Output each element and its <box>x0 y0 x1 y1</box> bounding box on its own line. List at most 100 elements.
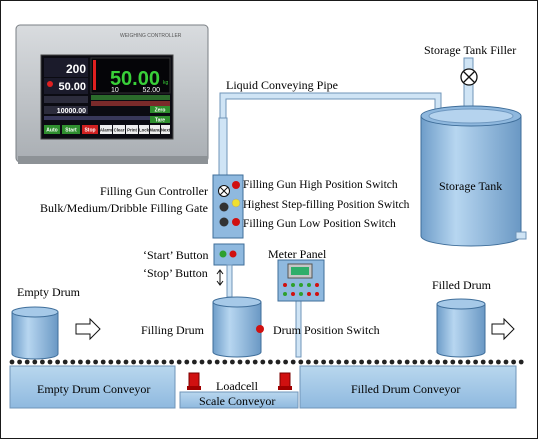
roller <box>397 359 402 365</box>
empty-drum-conveyor <box>9 365 176 409</box>
roller <box>116 359 121 365</box>
conveyor-rollers <box>9 359 524 365</box>
print-button[interactable] <box>126 125 138 134</box>
meter-panel <box>277 259 325 358</box>
roller <box>100 359 106 365</box>
label-start-button: ‘Start’ Button <box>143 248 209 262</box>
label-filling-gun-controller: Filling Gun Controller <box>100 184 208 198</box>
status-led-icon <box>47 81 53 87</box>
low-position-switch-icon <box>232 218 240 226</box>
roller <box>420 359 425 365</box>
label-loadcell: Loadcell <box>216 379 258 393</box>
label-step-filling-switch: Highest Step-filling Position Switch <box>243 199 410 211</box>
roller <box>199 359 205 365</box>
roller <box>146 359 152 365</box>
roller <box>184 359 190 365</box>
roller <box>78 359 83 365</box>
unit-label: kg <box>163 80 169 86</box>
roller <box>412 359 418 365</box>
roller <box>458 359 463 365</box>
roller <box>298 359 304 365</box>
up-down-arrow-icon <box>216 269 224 286</box>
start-button-icon <box>219 250 227 258</box>
label-low-position-switch: Filling Gun Low Position Switch <box>243 218 396 230</box>
roller <box>214 359 220 365</box>
net-value: 52.00 <box>142 87 160 94</box>
roller <box>24 359 30 365</box>
meter-buttons <box>283 283 319 296</box>
roller <box>389 359 395 365</box>
next-button-label: Next <box>161 128 171 133</box>
roller <box>93 359 98 365</box>
manu-button[interactable] <box>150 125 160 134</box>
controller-brand: WEIGHING CONTROLLER <box>120 33 182 39</box>
roller <box>252 359 258 365</box>
roller <box>55 359 60 365</box>
storage-tank-filler <box>460 57 478 117</box>
label-empty-drum: Empty Drum <box>17 285 80 299</box>
roller <box>161 359 167 365</box>
label-stop-button: ‘Stop’ Button <box>143 266 208 280</box>
roller <box>32 359 38 365</box>
start-button-label: Start <box>65 128 77 134</box>
roller <box>237 359 243 365</box>
roller <box>123 359 129 365</box>
roller <box>70 359 76 365</box>
alarm-button[interactable] <box>100 125 112 134</box>
stop-button[interactable] <box>82 125 98 134</box>
roller <box>192 359 197 365</box>
roller <box>62 359 68 365</box>
right-arrow-icon <box>75 317 101 341</box>
clear-button[interactable] <box>113 125 125 134</box>
roller <box>344 359 349 365</box>
roller <box>85 359 91 365</box>
label-storage-tank-filler: Storage Tank Filler <box>424 43 517 57</box>
lock-button-label: Lock <box>139 128 150 133</box>
liquid-conveying-pipe <box>218 92 442 179</box>
scale-conveyor <box>179 391 299 409</box>
roller <box>108 359 114 365</box>
roller <box>328 359 334 365</box>
tare-button[interactable] <box>150 116 170 123</box>
clear-button-label: Clear <box>114 128 125 133</box>
roller <box>222 359 228 365</box>
roller <box>17 359 22 365</box>
manu-button-label: Manu <box>149 128 161 133</box>
start-button[interactable] <box>62 125 80 134</box>
filling-drum <box>212 296 264 358</box>
label-liquid-conveying-pipe: Liquid Conveying Pipe <box>226 78 338 92</box>
lock-button[interactable] <box>139 125 149 134</box>
roller <box>511 359 516 365</box>
roller <box>207 359 213 365</box>
roller <box>154 359 159 365</box>
auto-button-label: Auto <box>46 128 57 134</box>
stop-button-icon <box>229 250 237 258</box>
label-filling-gate: Bulk/Medium/Dribble Filling Gate <box>40 201 208 215</box>
auto-button[interactable] <box>44 125 60 134</box>
right-arrow-icon <box>491 317 515 341</box>
roller <box>442 359 448 365</box>
roller <box>518 359 524 365</box>
filled-drum-conveyor <box>299 365 517 409</box>
roller <box>306 359 311 365</box>
label-filled-drum: Filled Drum <box>432 278 491 292</box>
label-storage-tank: Storage Tank <box>439 179 503 193</box>
next-button[interactable] <box>161 125 170 134</box>
roller <box>473 359 478 365</box>
count-value: 10 <box>111 87 119 94</box>
roller <box>131 359 137 365</box>
tare-button-label: Tare <box>155 118 165 124</box>
filled-drum <box>436 298 486 358</box>
roller <box>260 359 266 365</box>
roller <box>313 359 319 365</box>
roller <box>465 359 471 365</box>
roller <box>230 359 235 365</box>
roller <box>488 359 494 365</box>
roller <box>404 359 410 365</box>
zero-button[interactable] <box>150 106 170 113</box>
roller <box>245 359 251 365</box>
filling-gun-column <box>212 174 245 298</box>
roller <box>176 359 182 365</box>
roller <box>480 359 486 365</box>
